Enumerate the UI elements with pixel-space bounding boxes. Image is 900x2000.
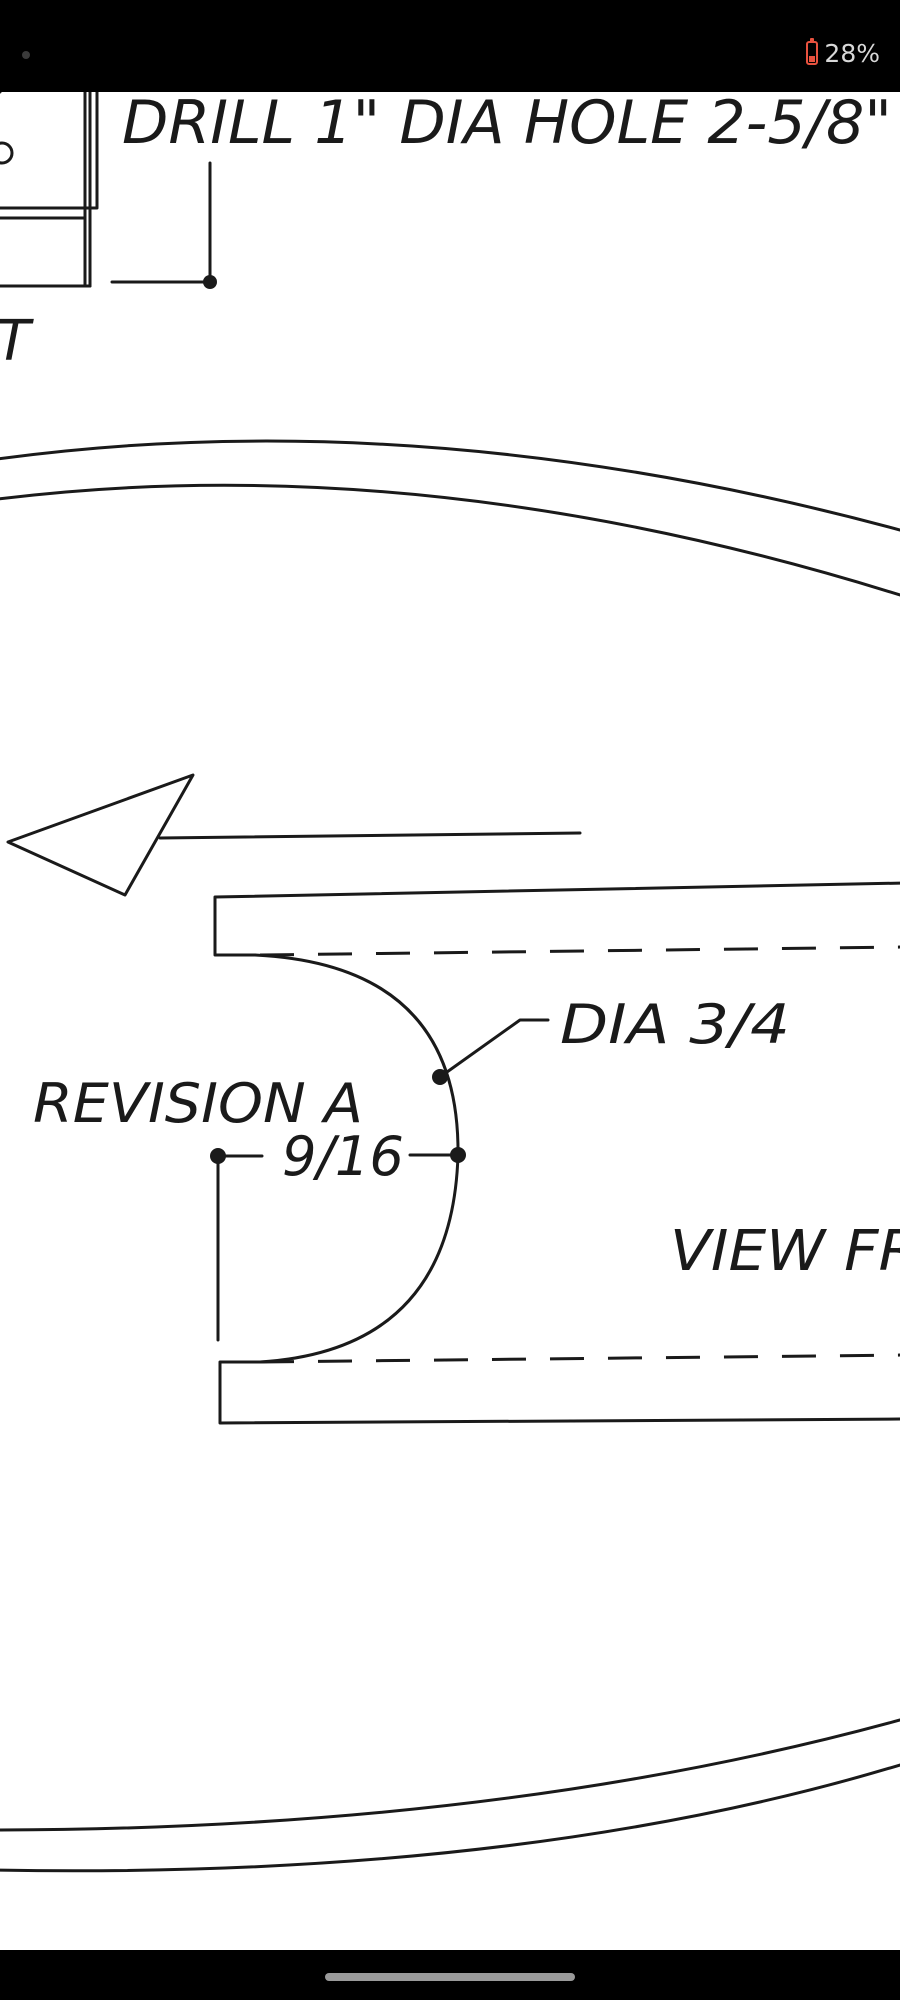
diameter-label: DIA 3/4 [560,993,790,1056]
section-arrow [6,773,582,897]
revision-label: REVISION A [33,1072,363,1135]
technical-drawing: DRILL 1" DIA HOLE 2-5/8" T [0,92,900,1873]
home-handle[interactable] [325,1973,575,1981]
dimension-dot [210,1148,226,1164]
notification-dot [22,51,30,59]
drawing-image[interactable]: DRILL 1" DIA HOLE 2-5/8" T [0,92,900,1950]
leader-dot [203,275,217,289]
status-bar: 28% [0,0,900,92]
depth-dimension [210,1147,466,1342]
battery-indicator: 28% [806,36,880,70]
battery-icon [806,38,819,65]
leader-dot [432,1069,448,1085]
navigation-bar [0,1950,900,2000]
drill-note: DRILL 1" DIA HOLE 2-5/8" [122,92,892,158]
bolt-hole-icon [0,141,14,165]
cut-letter: T [0,309,34,374]
depth-dimension-label: 9/16 [282,1125,404,1188]
arrowhead-left-icon [6,773,195,897]
battery-percent: 28% [824,38,880,68]
outer-outline [0,439,900,1873]
dimension-dot [450,1147,466,1163]
diameter-callout [432,1018,550,1085]
drill-leader [110,161,217,289]
bracket-detail [0,92,99,288]
view-label: VIEW FR [670,1219,900,1284]
